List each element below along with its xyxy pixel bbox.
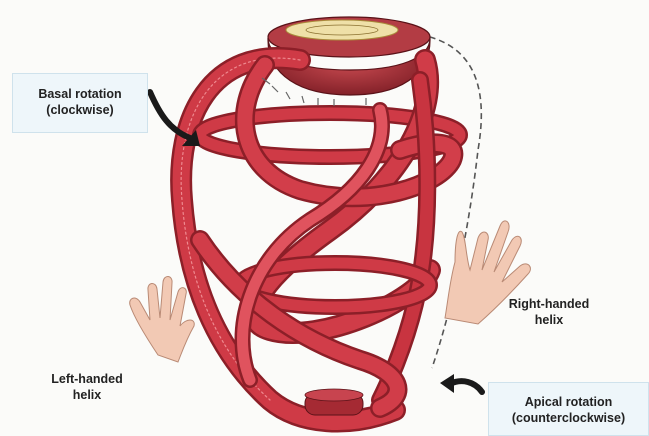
right-helix-line1: Right-handed	[490, 296, 608, 312]
arrowhead-apical	[440, 374, 454, 393]
basal-rotation-line1: Basal rotation	[13, 86, 147, 102]
apex-band	[305, 389, 363, 415]
basal-rotation-line2: (clockwise)	[13, 102, 147, 118]
left-helix-line1: Left-handed	[28, 371, 146, 387]
left-helix-line2: helix	[28, 387, 146, 403]
curved-arrow-icon-apical	[450, 381, 482, 392]
muscle-bands	[181, 58, 460, 421]
apical-rotation-label: Apical rotation (counterclockwise)	[488, 382, 649, 436]
right-handed-helix-label: Right-handed helix	[490, 296, 608, 328]
hand-icon-left	[130, 276, 195, 362]
apical-rotation-line2: (counterclockwise)	[489, 410, 648, 426]
basal-rotation-label: Basal rotation (clockwise)	[12, 73, 148, 133]
left-handed-helix-label: Left-handed helix	[28, 371, 146, 403]
apical-rotation-line1: Apical rotation	[489, 394, 648, 410]
right-helix-line2: helix	[490, 312, 608, 328]
